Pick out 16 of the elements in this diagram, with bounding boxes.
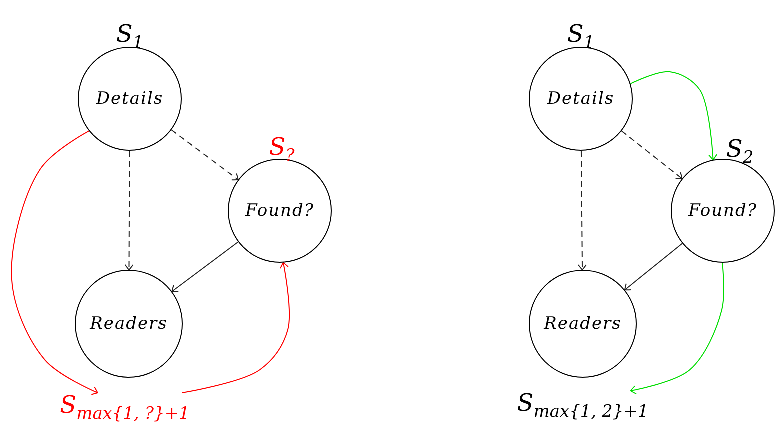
state-label: S xyxy=(517,391,534,415)
node-label: Readers xyxy=(544,314,622,334)
node-label: Readers xyxy=(90,314,168,334)
state-circle xyxy=(529,270,637,378)
state-circle xyxy=(75,270,183,378)
state-label: max{1, 2}+1 xyxy=(534,404,649,421)
state-label: S$_{2}$ xyxy=(726,137,754,167)
state-label: S$_{?}$ xyxy=(269,135,295,165)
state-circle xyxy=(529,47,633,151)
state-circle xyxy=(78,47,182,151)
node-label: Found? xyxy=(246,201,314,221)
state-label: S xyxy=(60,393,77,417)
node-label: Details xyxy=(547,89,615,109)
state-label: max{1, ?}+1 xyxy=(76,406,190,423)
node-label: Found? xyxy=(688,201,758,221)
node-label: Details xyxy=(96,89,164,109)
